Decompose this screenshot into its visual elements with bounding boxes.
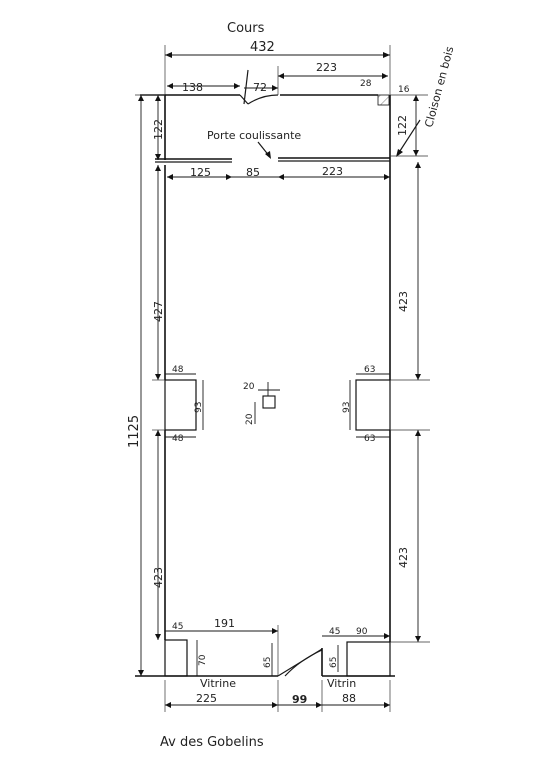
cours-label: Cours: [227, 21, 265, 36]
dim-223-top: 223: [316, 61, 337, 74]
room-walls: [164, 95, 391, 642]
dim-45-right: 45: [329, 627, 340, 637]
dim-138: 138: [182, 81, 203, 94]
vitrine-left-label: Vitrine: [200, 677, 236, 690]
dim-122-left: 122: [152, 119, 165, 140]
dim-45-left: 45: [172, 622, 183, 632]
dim-423-left-lower: 423: [152, 567, 165, 588]
dim-16: 16: [398, 85, 410, 95]
dim-93-left: 93: [194, 402, 204, 413]
dim-total-width: 432: [164, 40, 391, 95]
left-pillar: 48 48 93: [152, 365, 204, 444]
dim-72: 72: [253, 81, 267, 94]
sliding-door-partition: [155, 157, 390, 163]
dim-28: 28: [360, 79, 372, 89]
dim-48-bottom: 48: [172, 434, 184, 444]
porte-coulissante-label: Porte coulissante: [207, 129, 301, 142]
bottom-dimensions: 225 99 88: [164, 680, 391, 712]
dim-48-top: 48: [172, 365, 184, 375]
bottom-right-pillar: 45 90 65: [322, 627, 391, 677]
street-label: Av des Gobelins: [160, 735, 264, 750]
dim-90: 90: [356, 627, 368, 637]
dim-center-w: 20: [243, 382, 255, 392]
dim-63-bottom: 63: [364, 434, 375, 444]
vitrine-right-label: Vitrin: [327, 677, 356, 690]
cloison-label: Cloison en bois: [422, 45, 456, 129]
right-pillar: 63 63 93: [342, 365, 430, 444]
dim-423-right-upper: 423: [397, 291, 410, 312]
dim-63-top: 63: [364, 365, 375, 375]
dim-122-right: 122: [396, 115, 409, 136]
dim-125: 125: [190, 166, 211, 179]
dim-85: 85: [246, 166, 260, 179]
dim-70: 70: [198, 654, 208, 666]
dim-65-right: 65: [329, 657, 339, 668]
corner-block: [377, 94, 390, 106]
dim-65-left: 65: [263, 657, 273, 668]
center-column: 20 20: [243, 382, 280, 425]
dim-423-right-lower: 423: [397, 547, 410, 568]
dim-88: 88: [342, 692, 356, 705]
bottom-left-pillar: 45 191 70 65: [164, 617, 279, 677]
dim-432: 432: [250, 40, 275, 55]
dim-225: 225: [196, 692, 217, 705]
dim-93-right: 93: [342, 402, 352, 413]
dim-223-partition: 223: [322, 165, 343, 178]
dim-427: 427: [152, 301, 165, 322]
dim-1125: 1125: [127, 415, 142, 448]
dim-99: 99: [292, 693, 307, 706]
dim-center-h: 20: [245, 413, 255, 425]
dim-191: 191: [214, 617, 235, 630]
